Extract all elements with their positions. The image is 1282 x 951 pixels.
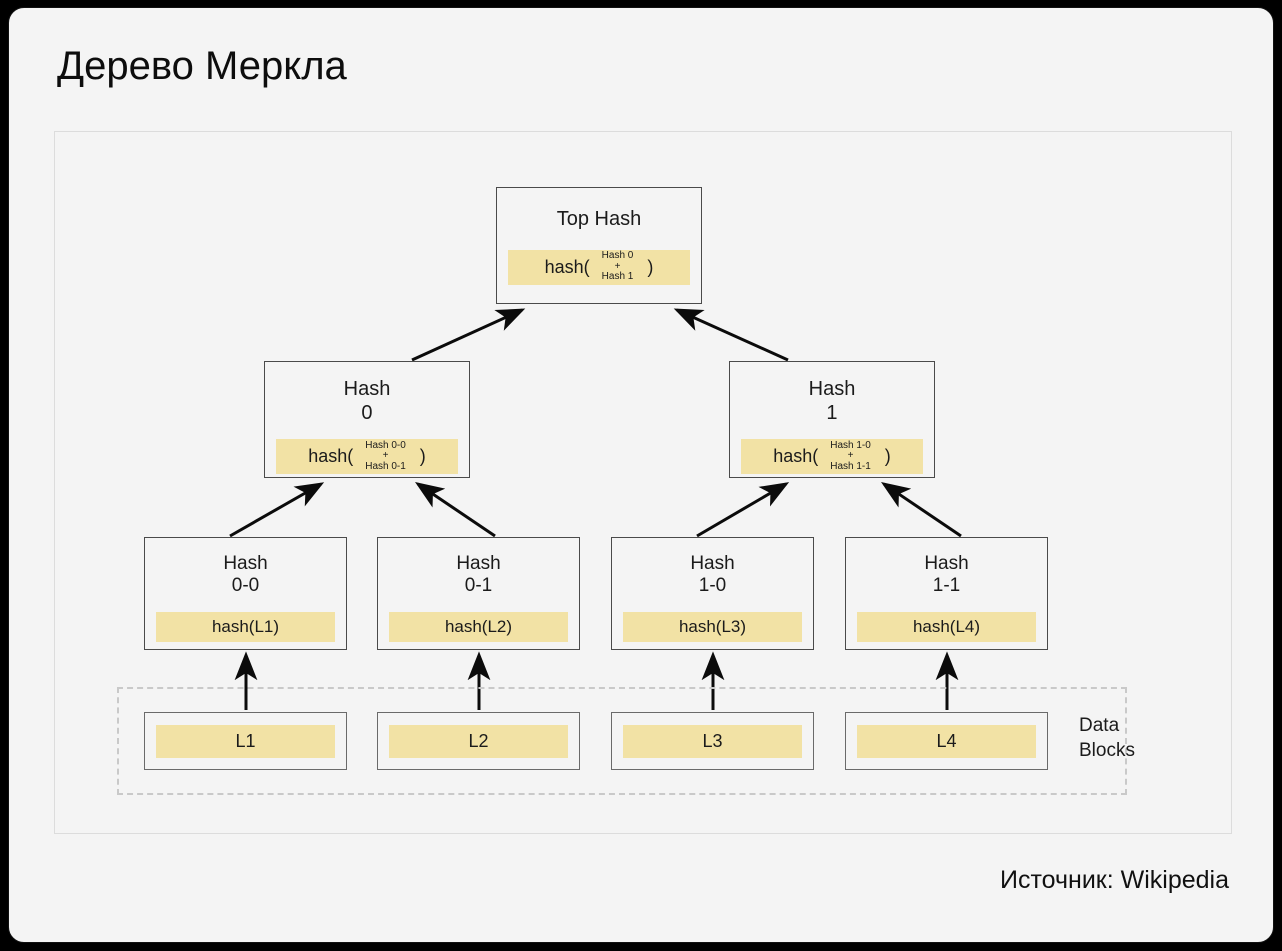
node-hash-1[interactable]: Hash 1 hash( Hash 1-0 + Hash 1-1 ) <box>729 361 935 478</box>
node-hash-0-title: Hash 0 <box>343 378 391 424</box>
hash-operand-a: Hash 1-0 <box>830 439 871 451</box>
data-blocks-region <box>117 687 1127 795</box>
node-hash-1-expression: hash( Hash 1-0 + Hash 1-1 ) <box>741 439 923 475</box>
data-block-l4-label: L4 <box>857 724 1036 758</box>
page-title: Дерево Меркла <box>57 44 347 88</box>
data-block-l1-label: L1 <box>156 724 335 758</box>
hash-operand-b: Hash 1 <box>601 271 634 283</box>
node-hash-0-1-title: Hash 0-1 <box>456 553 501 597</box>
hash-operand-b: Hash 0-1 <box>365 460 406 472</box>
node-hash-1-title: Hash 1 <box>808 378 856 424</box>
hash-fn-label: hash( <box>773 446 819 467</box>
node-hash-1-0-expression: hash(L3) <box>623 611 802 642</box>
hash-operand-a: Hash 0 <box>601 250 634 262</box>
node-top-hash-expression: hash( Hash 0 + Hash 1 ) <box>508 249 690 285</box>
hash-close-paren: ) <box>884 446 891 467</box>
hash-close-paren: ) <box>419 446 426 467</box>
node-hash-0-1-expression: hash(L2) <box>389 611 568 642</box>
node-hash-0-1[interactable]: Hash 0-1 hash(L2) <box>377 537 580 650</box>
node-hash-0-expression: hash( Hash 0-0 + Hash 0-1 ) <box>276 439 458 475</box>
hash-operator: + <box>847 450 854 462</box>
node-top-hash-title: Top Hash <box>556 208 642 230</box>
data-block-l4[interactable]: L4 <box>845 712 1048 770</box>
arrow-hash00-to-hash0 <box>229 482 325 538</box>
data-block-l3-label: L3 <box>623 724 802 758</box>
content-card: Дерево Меркла <box>8 7 1274 943</box>
hash-operand-b: Hash 1-1 <box>830 460 871 472</box>
data-block-l2-label: L2 <box>389 724 568 758</box>
data-block-l2[interactable]: L2 <box>377 712 580 770</box>
node-hash-1-0[interactable]: Hash 1-0 hash(L3) <box>611 537 814 650</box>
data-block-l3[interactable]: L3 <box>611 712 814 770</box>
node-hash-0-0[interactable]: Hash 0-0 hash(L1) <box>144 537 347 650</box>
hash-operands: Hash 0-0 + Hash 0-1 <box>365 439 406 473</box>
data-block-l1[interactable]: L1 <box>144 712 347 770</box>
node-hash-1-1-expression: hash(L4) <box>857 611 1036 642</box>
hash-fn-label: hash( <box>544 256 590 277</box>
hash-operator: + <box>614 260 621 272</box>
hash-operands: Hash 0 + Hash 1 <box>602 251 634 283</box>
arrow-hash11-to-hash1 <box>881 481 962 538</box>
arrow-hash0-to-top <box>411 308 526 362</box>
hash-operator: + <box>382 450 389 462</box>
node-hash-0-0-expression: hash(L1) <box>156 611 335 642</box>
node-hash-1-1-title: Hash 1-1 <box>924 553 969 597</box>
node-hash-1-1[interactable]: Hash 1-1 hash(L4) <box>845 537 1048 650</box>
node-hash-0[interactable]: Hash 0 hash( Hash 0-0 + Hash 0-1 ) <box>264 361 470 478</box>
diagram-panel: Top Hash hash( Hash 0 + Hash 1 ) Hash 0 … <box>54 131 1232 834</box>
hash-fn-label: hash( <box>308 446 354 467</box>
source-attribution: Источник: Wikipedia <box>1000 866 1229 894</box>
hash-close-paren: ) <box>647 256 654 277</box>
arrow-hash10-to-hash1 <box>696 482 790 538</box>
node-top-hash[interactable]: Top Hash hash( Hash 0 + Hash 1 ) <box>496 187 702 304</box>
hash-operands: Hash 1-0 + Hash 1-1 <box>830 439 871 473</box>
arrow-hash1-to-top <box>673 308 789 362</box>
data-blocks-label: Data Blocks <box>1079 715 1135 761</box>
node-hash-1-0-title: Hash 1-0 <box>690 553 735 597</box>
node-hash-0-0-title: Hash 0-0 <box>223 553 268 597</box>
hash-operand-a: Hash 0-0 <box>365 439 406 451</box>
arrow-hash01-to-hash0 <box>415 481 496 538</box>
